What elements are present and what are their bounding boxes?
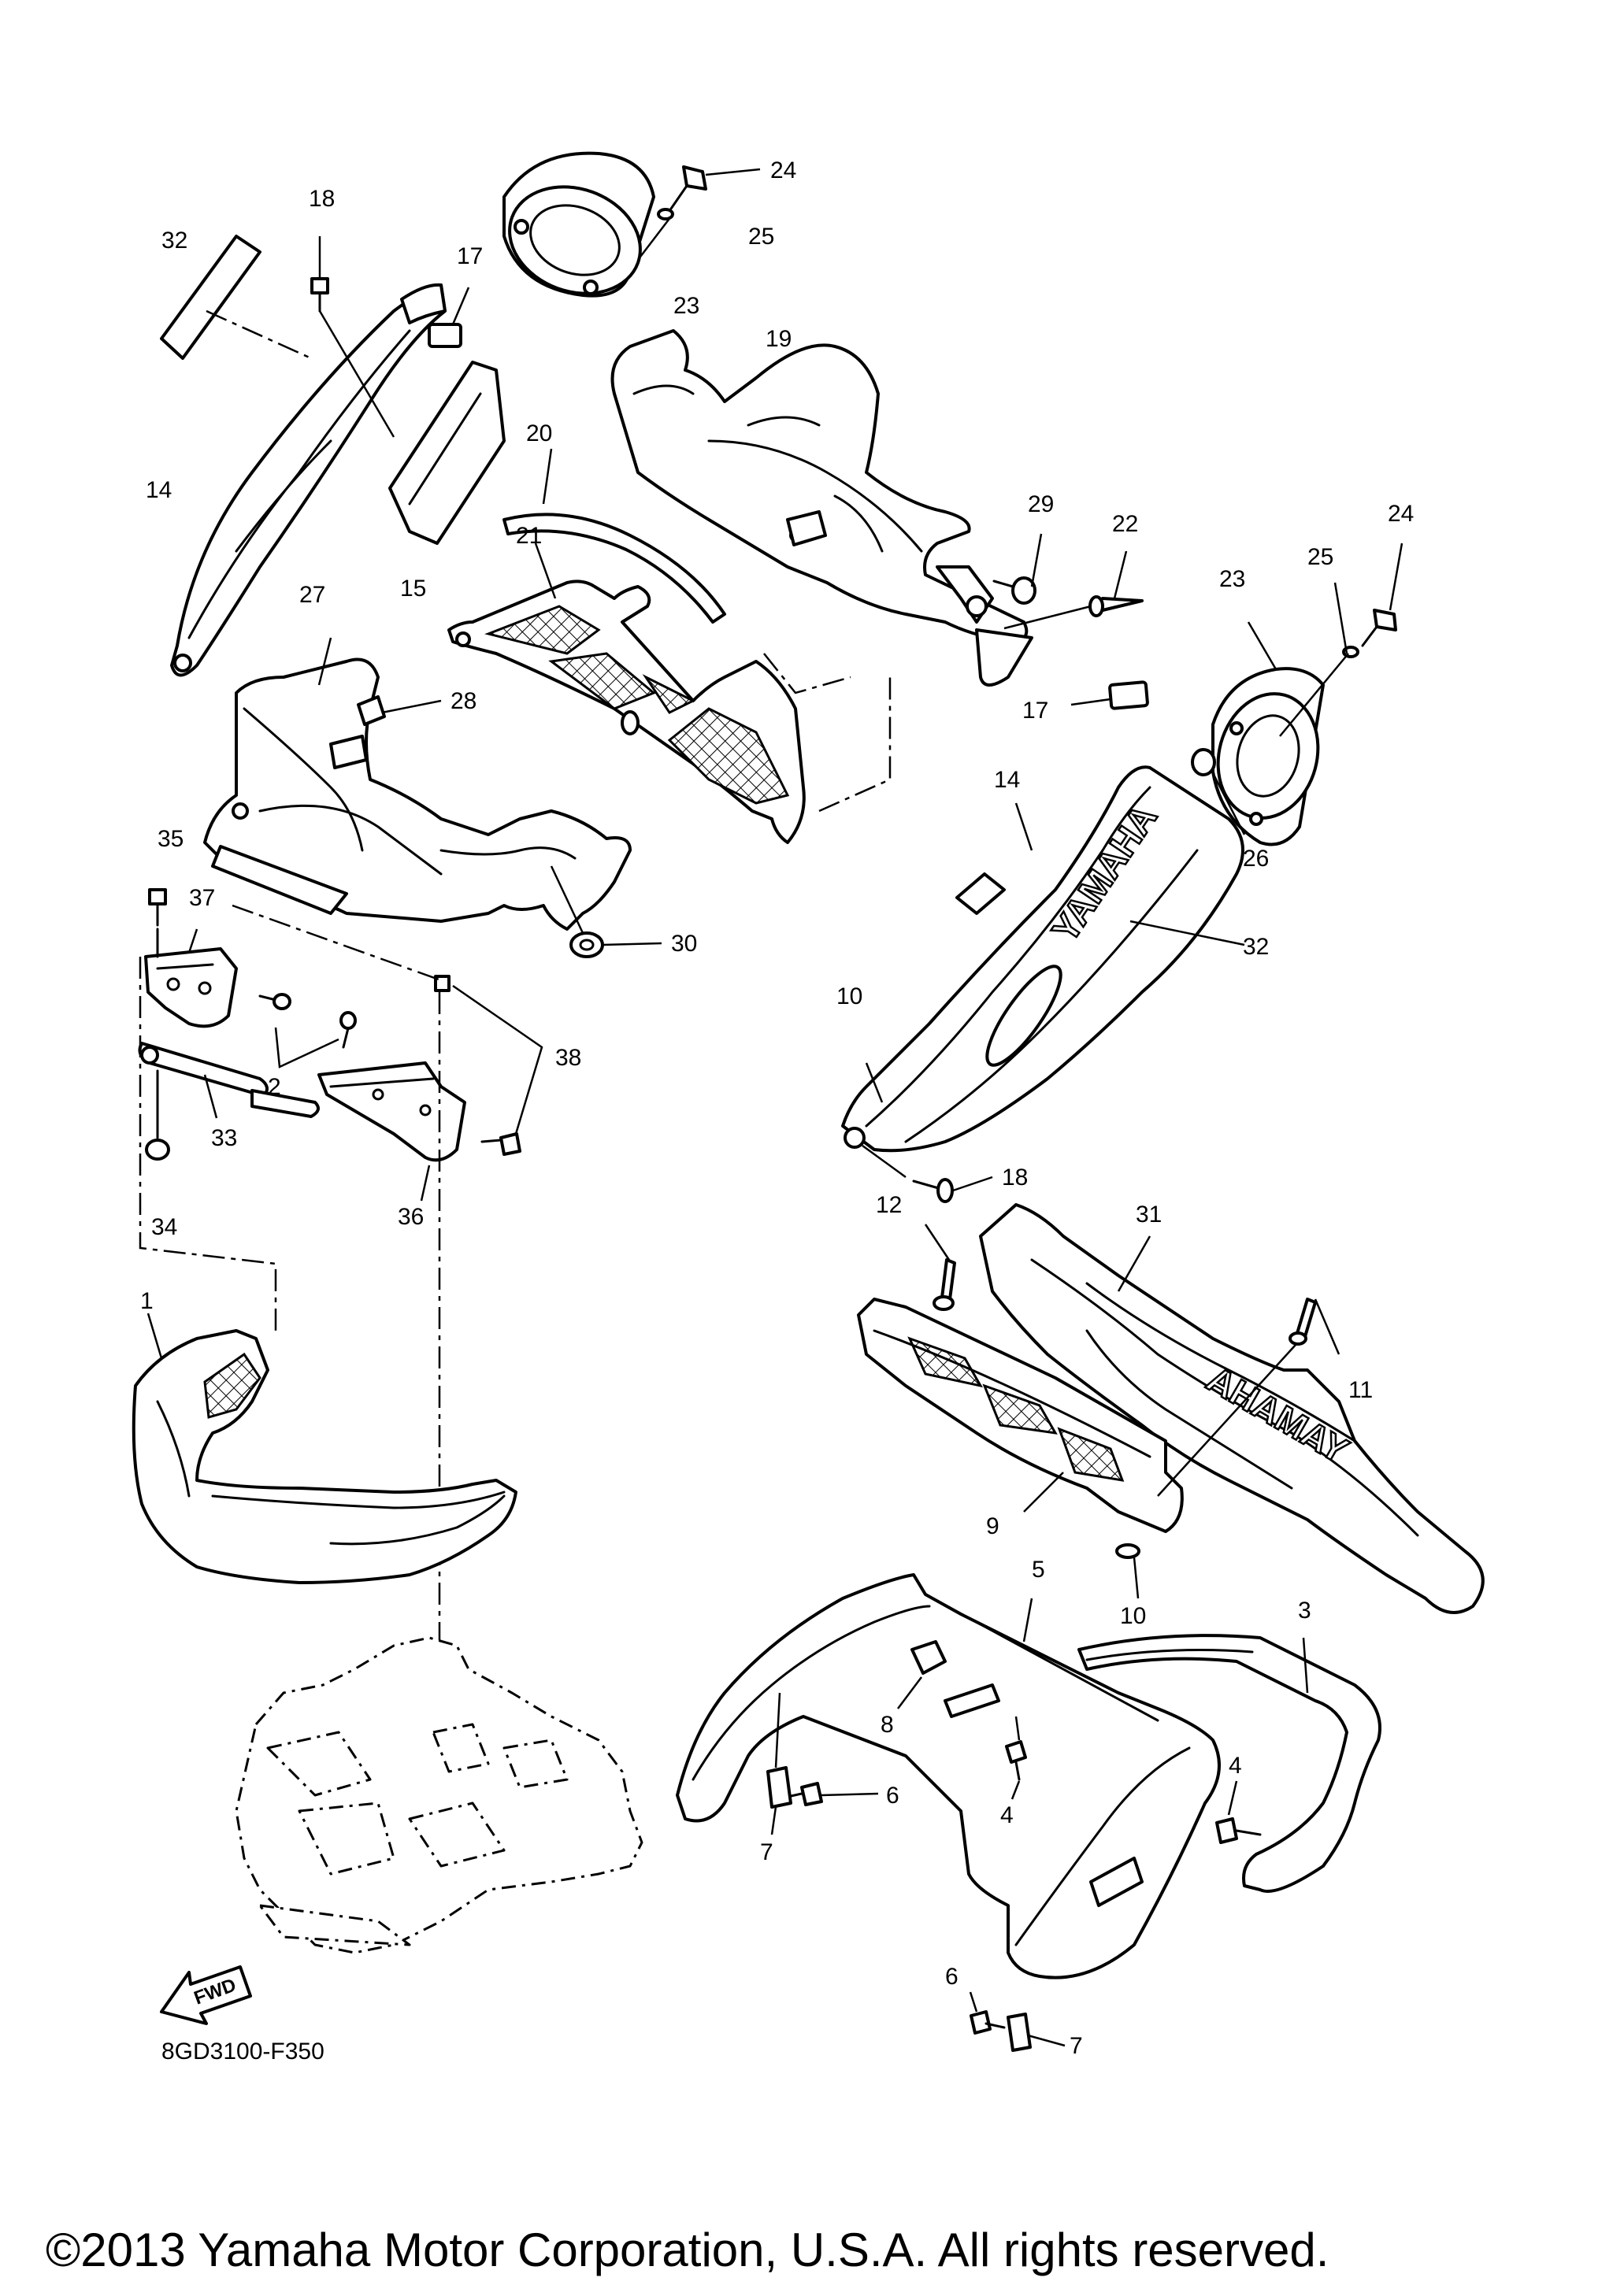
part-24-bolt-right (1279, 543, 1403, 737)
part-27-lower-duct (203, 637, 632, 931)
diagram-code: 8GD3100-F350 (161, 2039, 324, 2065)
part-19-center-duct (610, 329, 1033, 687)
callout-10: 10 (1120, 1603, 1146, 1629)
callout-24-top: 24 (770, 157, 796, 183)
part-7-clip-left (766, 1766, 792, 1809)
callout-32-right: 32 (1243, 934, 1269, 960)
part-3-guard-bar (1077, 1634, 1381, 1893)
part-10-washer (1115, 1543, 1140, 1599)
callout-12: 12 (876, 1192, 902, 1218)
part-18-screw-right (862, 1144, 993, 1203)
part-26-nut (1191, 748, 1246, 835)
part-11-pin (1157, 1298, 1340, 1497)
part-21-mesh-panel (447, 543, 806, 844)
callout-38: 38 (555, 1045, 581, 1071)
callout-22: 22 (1112, 511, 1138, 537)
callout-6-bottom: 6 (945, 1964, 959, 1990)
part-8-rubber-block (910, 1640, 947, 1675)
callout-13: 10 (836, 983, 862, 1009)
part-7-clip-bottom (1007, 2013, 1032, 2052)
callout-15: 14 (146, 477, 172, 503)
part-18-screw-top (310, 236, 395, 438)
part-23-ring-top (502, 151, 655, 298)
part-17-rubber-block-top (428, 323, 462, 348)
callout-37: 37 (189, 885, 215, 911)
part-4-bolt-center (1005, 1716, 1027, 1800)
part-15-side-cover (170, 283, 447, 677)
part-22-pin (1003, 550, 1144, 630)
callout-29: 29 (1028, 491, 1054, 517)
callout-4-right: 4 (1229, 1753, 1242, 1779)
part-16-inner-cover (388, 361, 506, 545)
callout-labels: 24 25 23 18 32 17 19 20 14 21 29 22 24 2… (140, 157, 1414, 2059)
part-5-lower-fairing (676, 1573, 1221, 1979)
part-35-nut (145, 928, 170, 1161)
callout-6-left: 6 (886, 1783, 899, 1809)
callout-5: 5 (1032, 1557, 1045, 1583)
part-6-bolt-bottom (969, 1991, 1006, 2035)
part-37-bracket (144, 928, 238, 1028)
callout-14: 14 (994, 767, 1020, 793)
callout-17-right: 17 (1022, 698, 1048, 724)
part-9-grille (857, 1298, 1184, 1533)
callout-19: 19 (766, 326, 792, 352)
part-30-nut (550, 865, 662, 958)
callout-36: 36 (398, 1204, 424, 1230)
callout-2: 2 (268, 1074, 281, 1100)
callout-33: 33 (211, 1125, 237, 1151)
part-17-rubber-block-right (1108, 680, 1149, 710)
part-38-bolts (434, 975, 543, 1156)
part-20-seal-strip (502, 448, 726, 624)
part-4-bolt-right (1215, 1780, 1262, 1844)
callout-32-top: 32 (161, 228, 187, 254)
part-34-bolt (148, 888, 167, 927)
callout-21: 21 (516, 523, 542, 549)
callout-31: 31 (1136, 1202, 1162, 1228)
part-2-bolts (258, 993, 357, 1068)
callout-23-right: 23 (1219, 566, 1245, 592)
part-6-bolt-left (786, 1782, 879, 1806)
callout-7-bottom: 7 (1070, 2033, 1083, 2059)
copyright-notice: ©2013 Yamaha Motor Corporation, U.S.A. A… (46, 2224, 1329, 2276)
frame-outline (235, 1636, 643, 1954)
callout-35: 34 (151, 1214, 177, 1240)
callout-18-top: 18 (309, 186, 335, 212)
part-23-ring-right (1211, 621, 1325, 846)
part-29-screw (992, 533, 1043, 605)
callout-28: 28 (451, 688, 476, 714)
part-36-bracket (317, 1061, 466, 1202)
callout-8: 8 (881, 1712, 894, 1738)
callout-11: 11 (1348, 1377, 1373, 1403)
callout-18-right: 18 (1002, 1165, 1028, 1191)
callout-25-top: 25 (748, 224, 774, 250)
callout-30: 30 (671, 931, 697, 957)
callout-9: 9 (986, 1513, 999, 1539)
callout-26: 26 (1243, 846, 1269, 872)
callout-25-right: 25 (1307, 544, 1333, 570)
callout-4-center: 4 (1000, 1802, 1014, 1828)
callout-17-top: 17 (457, 243, 483, 269)
part-28-clip (357, 695, 386, 726)
callout-1: 1 (140, 1288, 154, 1314)
callout-34: 35 (158, 826, 184, 852)
callout-7-left: 7 (760, 1839, 773, 1865)
part-1-front-fairing (132, 1313, 517, 1584)
part-32-decal-strip (160, 235, 312, 360)
part-24-bolt-top (637, 165, 761, 261)
part-12-pin (924, 1224, 956, 1311)
callout-20: 20 (526, 420, 552, 446)
part-14-muffler-cover: YAMAHA (841, 765, 1245, 1153)
callout-16: 15 (400, 576, 426, 602)
callout-24-right: 24 (1388, 501, 1414, 527)
callout-27: 27 (299, 582, 325, 608)
callout-3: 3 (1298, 1598, 1311, 1624)
part-33-rod (138, 1042, 320, 1119)
callout-23-top: 23 (673, 293, 699, 319)
forward-arrow-icon: FWD (160, 1965, 252, 2025)
